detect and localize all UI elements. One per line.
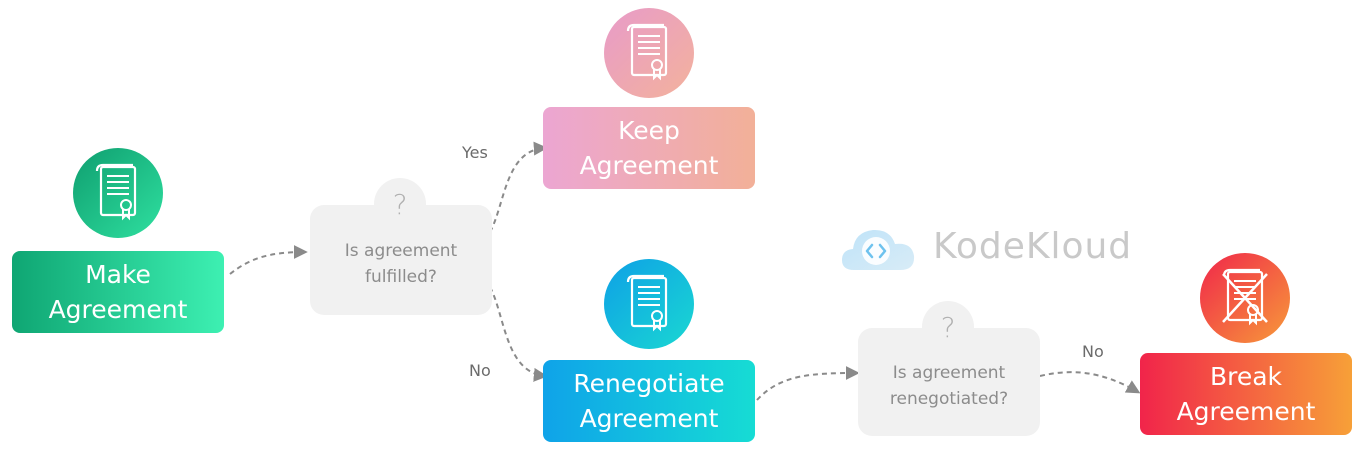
renegotiate-agreement-line1: Renegotiate [573, 369, 725, 398]
certificate-icon [626, 274, 668, 332]
fulfilled-decision-line1: Is agreement [344, 241, 458, 261]
yes-label: Yes [462, 143, 488, 162]
cancelled-certificate-icon [1222, 268, 1268, 326]
fulfilled-question-icon: ? [374, 178, 426, 230]
no-label-fulfilled: No [469, 361, 491, 380]
make-agreement-line1: Make [85, 260, 151, 289]
break-agreement-line1: Break [1209, 362, 1283, 391]
make-icon-circle [73, 148, 163, 238]
fulfilled-decision-line2: fulfilled? [365, 267, 437, 287]
connector-fulfilled-to-renegotiate [489, 286, 548, 382]
break-icon-circle [1200, 253, 1290, 343]
connector-fulfilled-to-keep [489, 141, 548, 233]
cloud-code-icon [842, 229, 915, 270]
connector-make-to-fulfilled [229, 245, 308, 275]
certificate-icon [95, 163, 137, 221]
no-label-renegotiated: No [1082, 342, 1104, 361]
kodekloud-logo: KodeKloud [840, 222, 1140, 276]
keep-agreement-node: Keep Agreement [543, 107, 755, 189]
keep-icon-circle [604, 8, 694, 98]
renegotiate-agreement-node: Renegotiate Agreement [543, 360, 755, 442]
make-agreement-line2: Agreement [48, 295, 188, 324]
certificate-icon [626, 23, 668, 81]
break-agreement-node: Break Agreement [1140, 353, 1352, 435]
kodekloud-wordmark: KodeKloud [933, 226, 1133, 267]
keep-agreement-line1: Keep [618, 116, 680, 145]
make-agreement-node: Make Agreement [12, 251, 224, 333]
renegotiated-question-icon: ? [922, 301, 974, 353]
renegotiate-icon-circle [604, 259, 694, 349]
connector-renegotiate-to-renegotiated [756, 366, 860, 401]
keep-agreement-line2: Agreement [579, 151, 719, 180]
fulfilled-question-symbol: ? [392, 187, 408, 221]
renegotiate-agreement-line2: Agreement [579, 404, 719, 433]
break-agreement-line2: Agreement [1176, 397, 1316, 426]
renegotiated-decision-line1: Is agreement [892, 363, 1006, 383]
connector-renegotiated-to-break [1039, 371, 1141, 394]
renegotiated-question-symbol: ? [940, 310, 956, 344]
renegotiated-decision-line2: renegotiated? [889, 389, 1009, 409]
